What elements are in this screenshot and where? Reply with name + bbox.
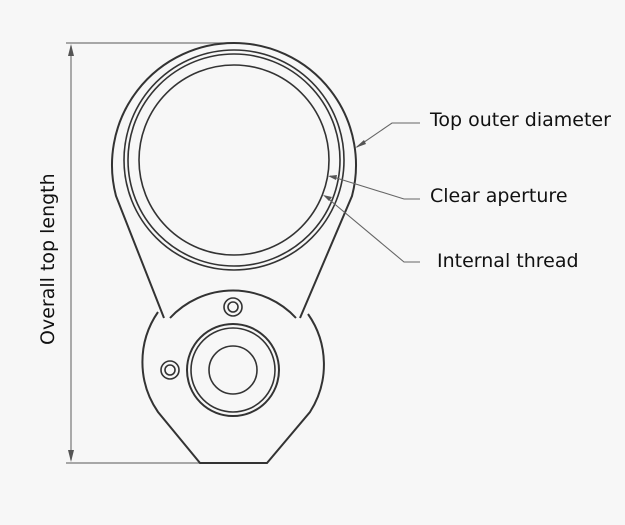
bottom-body-lower-profile xyxy=(141,311,325,464)
screw-left-outer xyxy=(160,360,180,380)
leader-line xyxy=(324,195,420,263)
lens-center-circle xyxy=(208,345,258,395)
thread-outer-circle xyxy=(123,49,345,271)
lens-outer-ring xyxy=(186,323,280,417)
arrow-icon xyxy=(323,195,332,201)
overall-top-length-label: Overall top length xyxy=(37,173,59,345)
bottom-body-profile xyxy=(169,289,297,319)
thread-inner-circle xyxy=(127,53,341,267)
callout-internal-thread: Internal thread xyxy=(323,195,579,272)
callout-top-outer-diameter: Top outer diameter xyxy=(355,109,611,148)
clear-aperture-circle xyxy=(138,64,330,256)
screw-left-inner xyxy=(164,364,176,376)
arrow-icon xyxy=(328,175,337,180)
arrow-down-icon xyxy=(68,450,74,462)
screw-top-inner xyxy=(227,301,239,313)
leader-line xyxy=(329,175,420,200)
bottom-body xyxy=(141,289,325,464)
leader-line xyxy=(356,122,420,148)
callout-clear-aperture: Clear aperture xyxy=(328,175,568,207)
internal-thread-label: Internal thread xyxy=(437,250,579,272)
arrow-icon xyxy=(355,140,366,148)
top-outer-diameter-label: Top outer diameter xyxy=(429,109,611,131)
lens-inner-ring xyxy=(190,327,276,413)
top-ring xyxy=(111,42,357,319)
arrow-up-icon xyxy=(68,44,74,56)
clear-aperture-label: Clear aperture xyxy=(430,185,568,207)
screw-top-outer xyxy=(223,297,243,317)
top-ring-outer-profile xyxy=(111,42,357,319)
overall-top-length-dimension: Overall top length xyxy=(37,42,234,464)
